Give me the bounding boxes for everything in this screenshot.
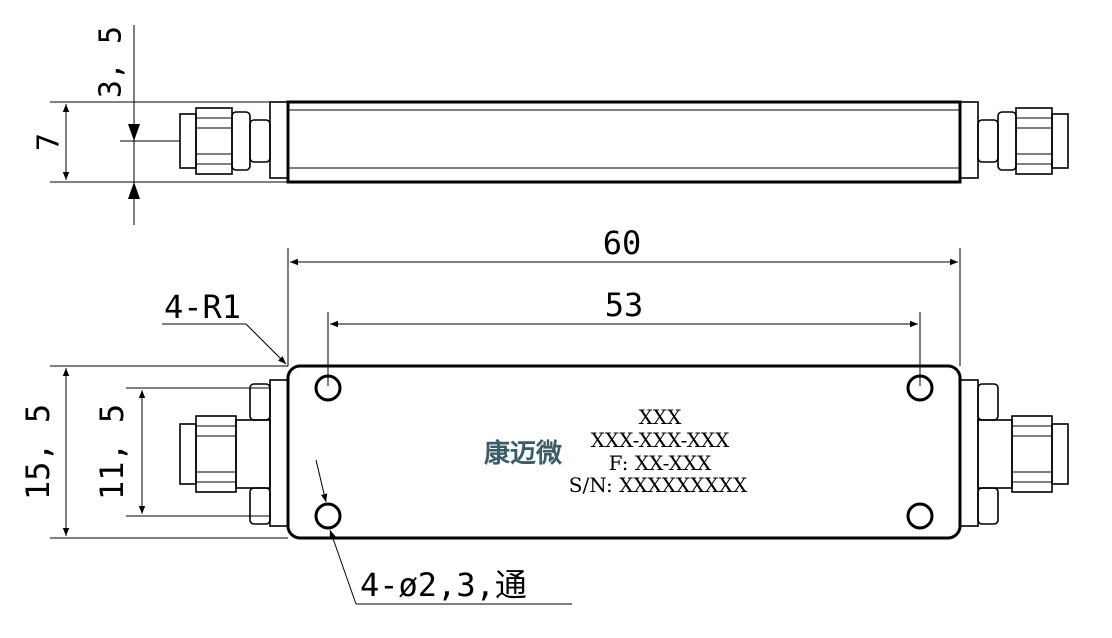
dimension-53: 53 xyxy=(327,286,921,386)
mounting-hole-top-right xyxy=(906,374,934,402)
label-line-3: F: XX-XXX xyxy=(609,451,713,475)
callout-radius: 4-R1 xyxy=(162,288,287,365)
callout-holes-label: 4-ø2,3,通 xyxy=(360,566,527,604)
mounting-hole-bottom-right xyxy=(906,502,934,530)
dimension-3-5: 3, 5 xyxy=(94,25,180,225)
dimension-15-5-label: 15, 5 xyxy=(19,404,57,500)
label-line-4: S/N: XXXXXXXXX xyxy=(569,473,748,497)
dimension-60: 60 xyxy=(287,224,961,366)
dimension-7-label: 7 xyxy=(32,133,67,151)
mounting-hole-bottom-left xyxy=(314,502,342,530)
dimension-15-5: 15, 5 xyxy=(19,365,288,539)
top-view: 60 53 xyxy=(19,224,1069,605)
mounting-hole-top-left xyxy=(314,374,342,402)
dimension-11-5: 11, 5 xyxy=(93,387,270,517)
label-line-2: XXX-XXX-XXX xyxy=(591,428,731,452)
label-line-1: XXX xyxy=(639,405,682,429)
side-right-connector xyxy=(959,101,1069,179)
side-left-connector xyxy=(179,101,289,179)
dimension-3-5-label: 3, 5 xyxy=(94,26,129,98)
label-plate: 康迈微 XXX XXX-XXX-XXX F: XX-XXX S/N: XXXXX… xyxy=(484,405,748,497)
top-view-body xyxy=(286,364,962,540)
top-left-connector xyxy=(179,379,289,527)
dimension-53-label: 53 xyxy=(605,286,644,324)
top-right-connector xyxy=(959,379,1069,527)
dimension-11-5-label: 11, 5 xyxy=(93,404,131,500)
dimension-60-label: 60 xyxy=(603,224,642,262)
dimension-7: 7 xyxy=(32,101,288,183)
side-view: 7 3, 5 xyxy=(32,25,1069,225)
callout-holes: 4-ø2,3,通 xyxy=(315,459,572,605)
brand-logo: 康迈微 xyxy=(484,438,562,469)
side-view-body xyxy=(286,100,962,184)
callout-radius-label: 4-R1 xyxy=(164,288,241,326)
